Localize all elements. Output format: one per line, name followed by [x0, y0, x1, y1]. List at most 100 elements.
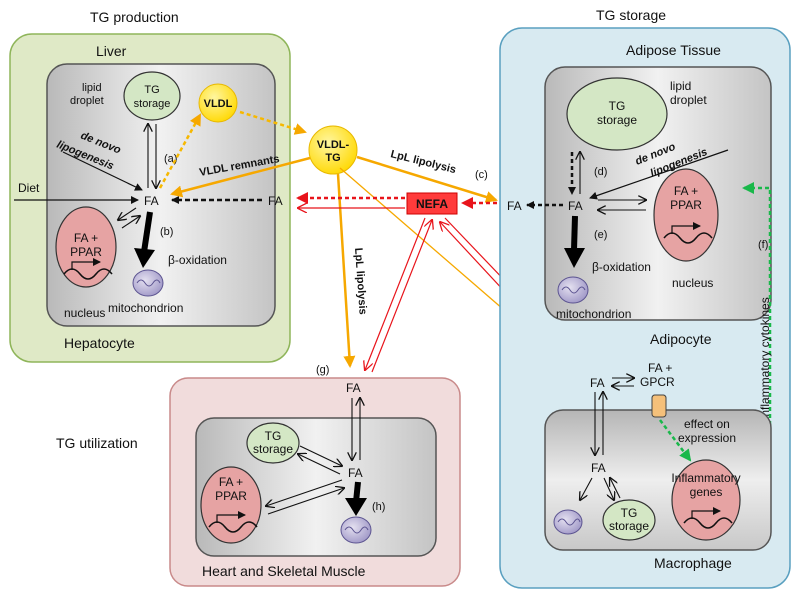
label-d: (d) [594, 166, 607, 178]
muscle-fa-label: FA [348, 466, 363, 480]
muscle-tg-storage-label-2: storage [253, 442, 293, 456]
adipose-fa-ppar-label: FA + [674, 184, 698, 198]
effect-on-expression-label: effect on [684, 417, 730, 431]
liver-nucleus [55, 206, 117, 288]
macrophage-fa-label: FA [591, 461, 606, 475]
liver-transcription-arrow-icon [71, 258, 101, 270]
vldl-label: VLDL [204, 98, 233, 110]
liver-lipogenesis-arrow [62, 151, 143, 191]
adipose-beta-oxidation-arrow [571, 215, 578, 251]
adipose-nucleus [653, 168, 719, 262]
liver-mitochondrion-icon [132, 269, 164, 297]
muscle-tg-to-fa-arrow [299, 445, 342, 466]
muscle-to-nefa-arrow [371, 220, 432, 373]
muscle-mitochondrion-icon [340, 516, 372, 544]
label-f: (f) [758, 239, 768, 251]
macrophage-fa-to-tg-arrow [603, 477, 614, 500]
macrophage-fa-top-label: FA [590, 376, 605, 390]
adipose-fa-inside-label: FA [568, 199, 583, 213]
macrophage-fa-to-mito-arrow [580, 477, 593, 500]
muscle-fa-top-label: FA [346, 381, 361, 395]
inflammatory-genes-label: Inflammatory [671, 471, 740, 485]
liver-lipid-droplet-label-2: droplet [70, 95, 104, 107]
muscle-fa-ppar-label-2: PPAR [215, 489, 247, 503]
liver-tg-storage-label-2: storage [134, 98, 171, 110]
label-e: (e) [594, 229, 607, 241]
macrophage-mitochondrion-cristae [557, 518, 581, 526]
liver-nucleus-label: nucleus [64, 306, 105, 320]
label-g: (g) [316, 364, 329, 376]
macrophage-mitochondrion-icon [553, 509, 583, 535]
macrophage-tg-storage-label: TG [621, 506, 638, 520]
lpl-lipolysis-down-label: LpL lipolysis [352, 247, 369, 315]
adipose-lipid-droplet-label: lipid [670, 79, 691, 93]
adipose-mitochondrion-icon [557, 276, 589, 304]
adipose-beta-oxidation-label: β-oxidation [592, 260, 651, 274]
vldl-tg-particle [308, 125, 358, 175]
muscle-tg-storage-label: TG [265, 429, 282, 443]
macrophage-tg-storage-label-2: storage [609, 519, 649, 533]
diet-label: Diet [18, 181, 40, 195]
liver-fa-ppar-label-2: PPAR [70, 245, 102, 259]
liver-beta-oxidation-arrowhead [134, 248, 155, 268]
liver-tg-storage-label: TG [144, 84, 159, 96]
liver-mitochondrion-cristae [136, 279, 161, 287]
adipose-tg-storage-label: TG [609, 99, 626, 113]
nefa-to-muscle-arrow [365, 217, 426, 370]
nefa-box [406, 192, 458, 215]
label-a: (a) [164, 153, 177, 165]
label-b: (b) [160, 226, 173, 238]
muscle-fa-to-ppar-arrow [266, 479, 343, 506]
vldl-particle [198, 83, 238, 123]
muscle-label: Heart and Skeletal Muscle [202, 563, 366, 579]
heading-tg-production: TG production [90, 9, 179, 25]
macrophage-tg-storage-droplet [602, 499, 656, 541]
inflammatory-genes-label-2: genes [690, 485, 723, 499]
vldl-to-vldl-tg-arrow [239, 110, 307, 135]
adipose-tissue-label: Adipose Tissue [626, 42, 721, 58]
liver-label: Liver [96, 43, 127, 59]
gpcr-receptor-icon-front [651, 394, 667, 418]
adipose-fa-outside-label: FA [507, 199, 522, 213]
adipose-tg-storage-droplet [566, 77, 668, 151]
liver-fa-ppar-label: FA + [74, 231, 98, 245]
heading-tg-storage: TG storage [596, 7, 666, 23]
adipocyte-label: Adipocyte [650, 331, 712, 347]
liver-beta-oxidation-arrow [141, 211, 153, 253]
muscle-fa-to-tg-arrow [298, 454, 341, 475]
heading-tg-utilization: TG utilization [56, 435, 138, 451]
fa-gpcr-label: FA + [648, 361, 672, 375]
muscle-mitochondrion-cristae [344, 526, 369, 534]
adipose-nucleus-label: nucleus [672, 276, 713, 290]
liver-lipid-droplet-label: lipid [82, 82, 102, 94]
lpl-lipolysis-right-label: LpL lipolysis [389, 148, 457, 176]
liver-tg-storage-droplet [123, 71, 181, 121]
macrophage-nucleus [671, 459, 741, 541]
muscle-tg-storage-droplet [246, 422, 300, 464]
adipose-lipid-droplet-label-2: droplet [670, 93, 707, 107]
vldl-tg-label: VLDL- [317, 139, 350, 151]
inflammatory-cytokines-loop [745, 186, 772, 514]
gpcr-effect-arrow [659, 419, 692, 462]
adipose-beta-oxidation-arrowhead [564, 248, 585, 268]
liver-fa-outside-label: FA [268, 194, 283, 208]
muscle-transcription-arrow-icon [216, 511, 246, 523]
hepatocyte-label: Hepatocyte [64, 335, 135, 351]
adipose-mitochondrion-label: mitochondrion [556, 307, 631, 321]
liver-beta-oxidation-label: β-oxidation [168, 253, 227, 267]
liver-ppar-to-fa-arrow [121, 216, 140, 229]
label-h: (h) [372, 501, 385, 513]
adipose-tg-storage-label-2: storage [597, 113, 637, 127]
nefa-label: NEFA [416, 197, 448, 211]
lpl-to-adipose-arrow [356, 155, 498, 203]
adipose-fa-ppar-label-2: PPAR [670, 198, 702, 212]
muscle-ppar-to-fa-arrow [267, 488, 344, 515]
muscle-beta-oxidation-arrowhead [345, 498, 367, 516]
liver-mitochondrion-label: mitochondrion [108, 301, 183, 315]
lpl-to-muscle-arrow [336, 173, 356, 368]
muscle-fa-ppar-label: FA + [219, 475, 243, 489]
effect-on-expression-label-2: expression [678, 431, 736, 445]
label-c: (c) [475, 169, 488, 181]
